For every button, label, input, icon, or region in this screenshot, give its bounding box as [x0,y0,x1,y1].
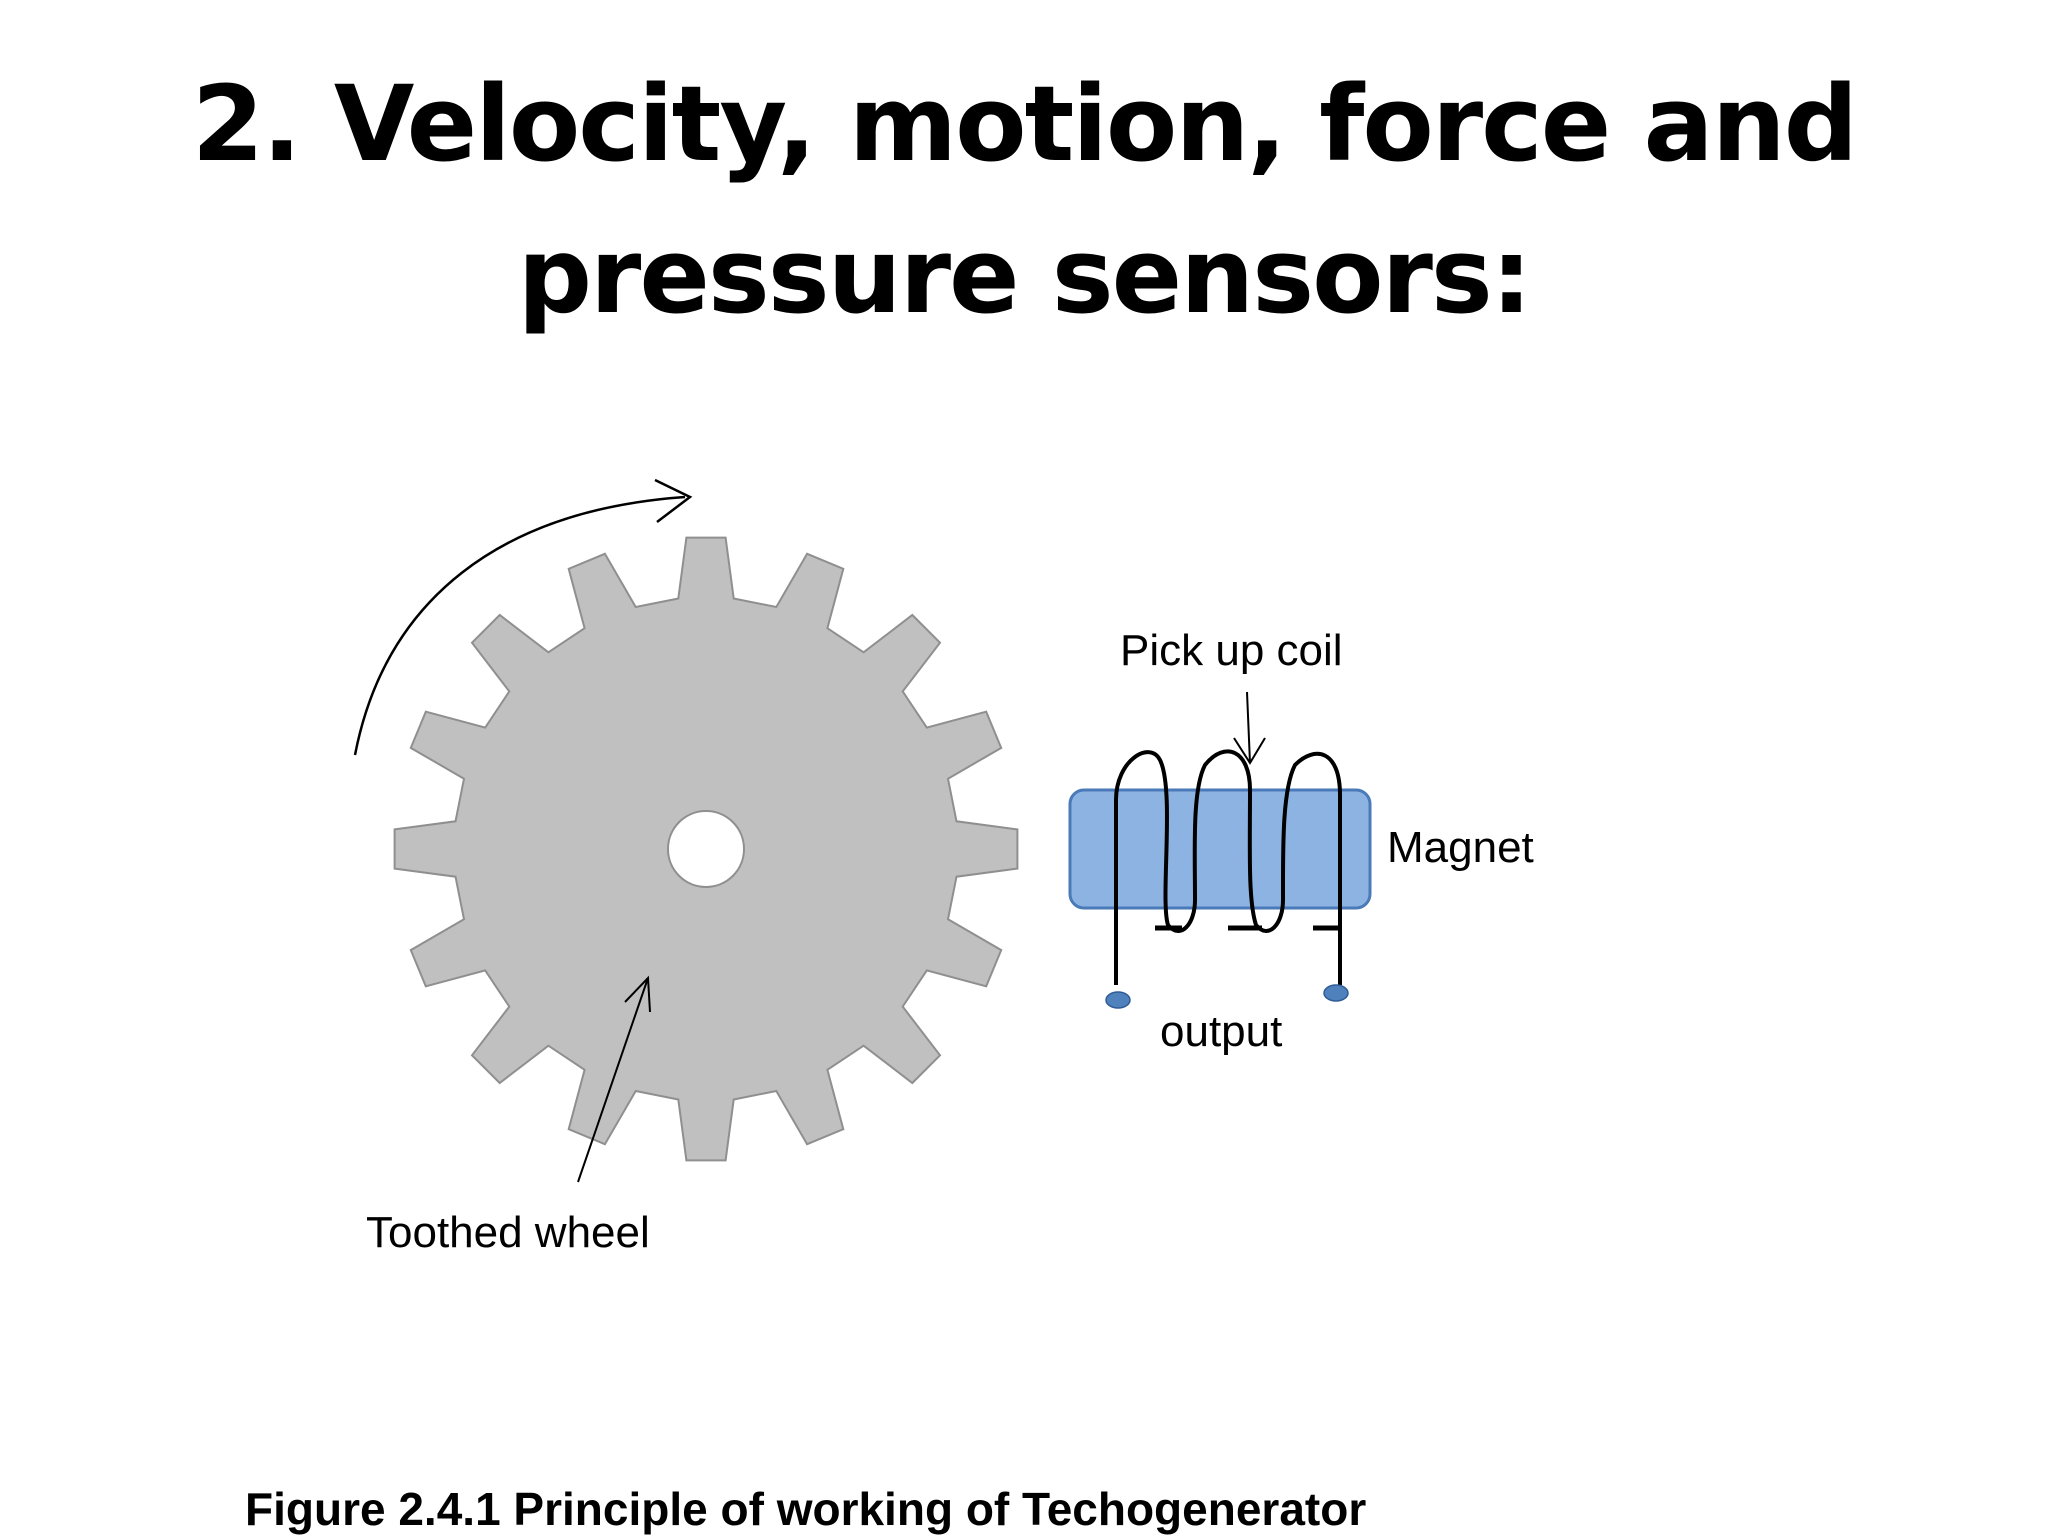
rotation-arrowhead [654,478,693,523]
magnet [1068,788,1372,910]
pickup-coil [1114,749,1342,985]
output-label: output [1160,1007,1282,1056]
toothed-wheel-pointer [577,977,649,1183]
slide-title: 2. Velocity, motion, force and pressure … [0,48,2048,352]
output-terminal-right [1323,984,1349,1002]
pickup-coil-pointer-head [1233,737,1266,765]
pickup-coil-label: Pick up coil [1120,626,1343,675]
output-terminal-left [1105,991,1131,1009]
magnet-label: Magnet [1387,823,1534,872]
pickup-coil-pointer [1246,691,1251,764]
figure-caption: Figure 2.4.1 Principle of working of Tec… [245,1483,1367,1535]
toothed-wheel-pointer-head [624,975,651,1013]
wheel-hub-hole [667,810,745,888]
rotation-arrow [353,495,686,756]
title-line-1: 2. Velocity, motion, force and [191,63,1858,185]
toothed-wheel-label: Toothed wheel [366,1208,650,1257]
title-line-2: pressure sensors: [517,215,1533,337]
